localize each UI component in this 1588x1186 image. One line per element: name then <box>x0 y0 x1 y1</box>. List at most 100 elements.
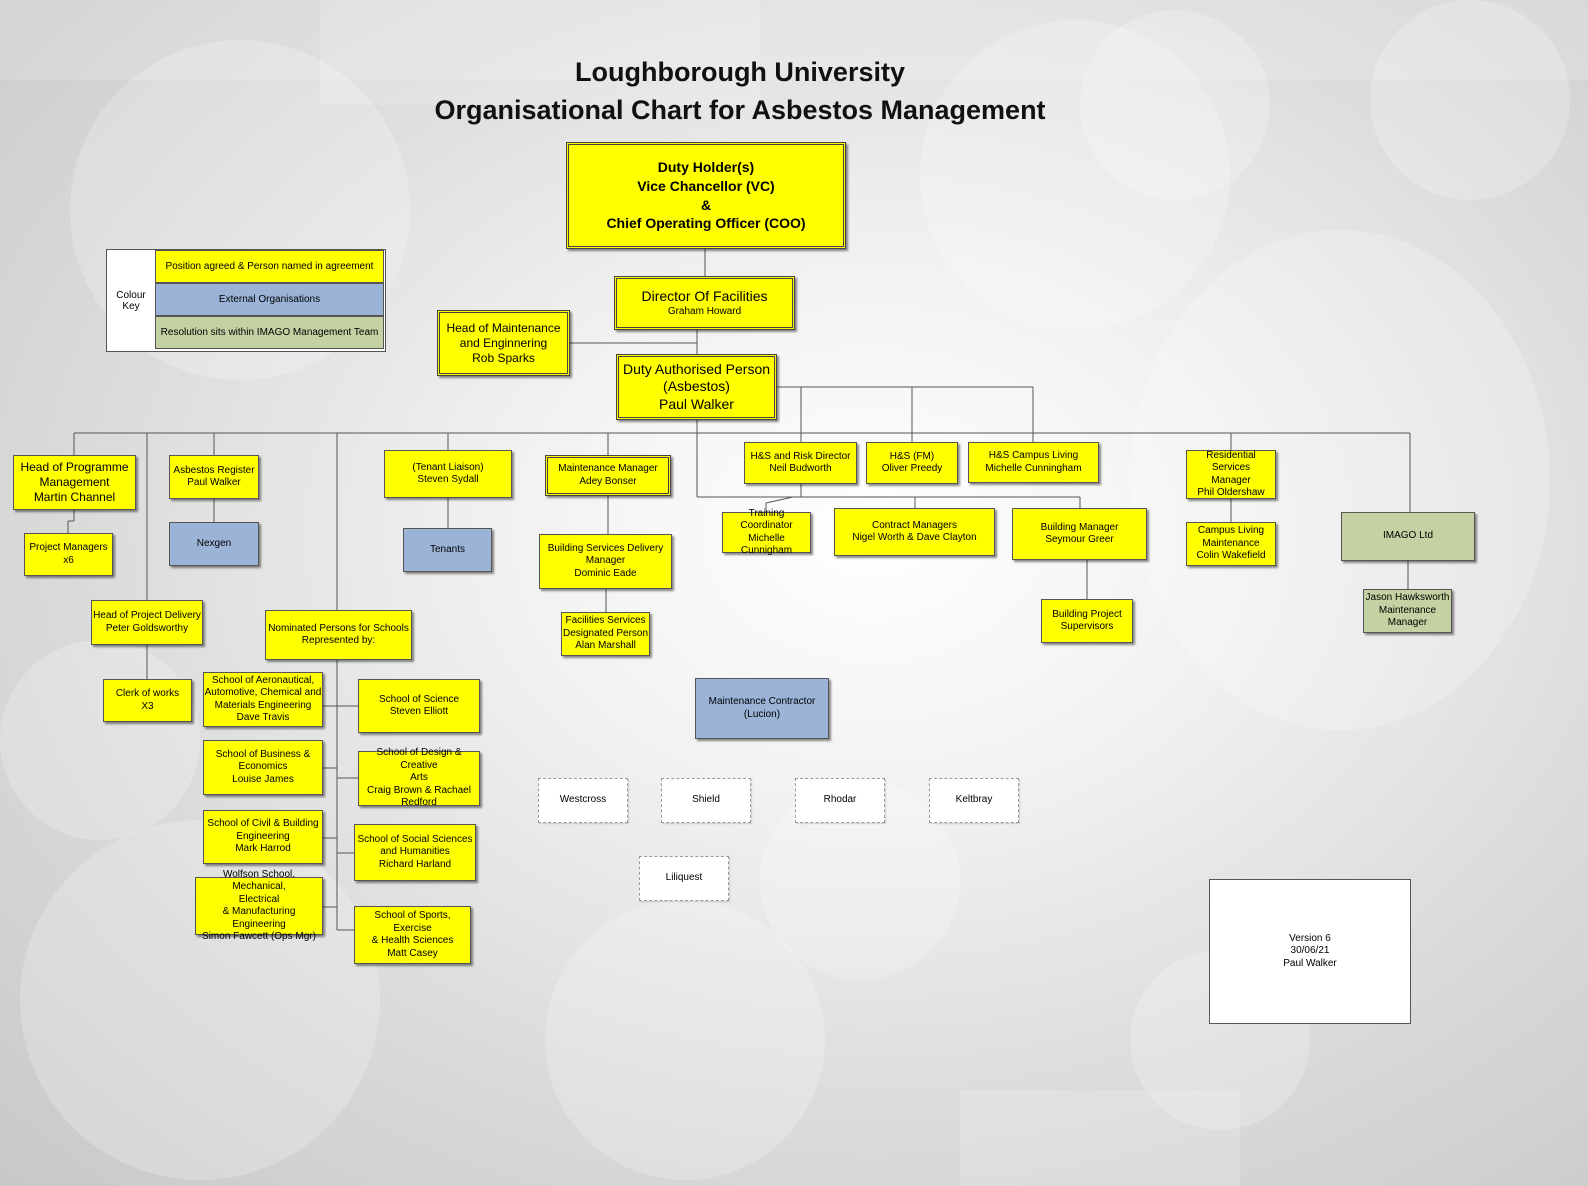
node-text: Contract Managers <box>871 519 958 531</box>
node-text: Rob Sparks <box>472 350 535 365</box>
node-text: Automotive, Chemical and <box>204 687 322 698</box>
chart-subtitle: Organisational Chart for Asbestos Manage… <box>434 95 1046 125</box>
colour-key: Colour Key Position agreed & Person name… <box>106 249 386 352</box>
node-text: Colin Wakefield <box>1196 550 1266 562</box>
duty-authorised-person-box: Duty Authorised Person (Asbestos) Paul W… <box>616 354 777 420</box>
node-text: School of Sports, Exercise <box>374 910 451 934</box>
version-date: 30/06/21 <box>1290 945 1330 957</box>
node-text: Louise James <box>232 773 294 785</box>
node-text: Director Of Facilities <box>641 288 768 304</box>
node-text: Facilities Services <box>565 615 646 627</box>
node-text: Chief Operating Officer (COO) <box>606 215 806 232</box>
node-text: Maintenance <box>1378 604 1437 616</box>
node-text: Head of Project Delivery <box>93 610 201 621</box>
keltbray-box: Keltbray <box>929 778 1019 823</box>
asbestos-register-box: Asbestos Register Paul Walker <box>169 455 259 499</box>
building-services-box: Building Services Delivery Manager Domin… <box>539 534 672 589</box>
node-text: Residential Services <box>1206 449 1256 474</box>
key-item-green: Resolution sits within IMAGO Management … <box>155 316 384 349</box>
hs-campus-living-box: H&S Campus Living Michelle Cunningham <box>968 442 1099 483</box>
node-text: Richard Harland <box>378 858 452 870</box>
school-wolfson-box: Wolfson School. Mechanical, Electrical &… <box>195 869 323 942</box>
node-text: Clerk of works <box>115 688 180 699</box>
node-text: Manager <box>1387 617 1428 629</box>
background-block <box>320 0 760 105</box>
hs-fm-box: H&S (FM) Oliver Preedy <box>866 442 958 484</box>
background-circle <box>0 640 200 840</box>
node-text: Rhodar <box>823 794 857 806</box>
node-text: Michelle Cunnigham <box>740 532 793 557</box>
node-text: Alan Marshall <box>575 640 636 652</box>
key-item-blue: External Organisations <box>155 283 384 316</box>
node-text: Management <box>39 475 110 489</box>
colour-key-label: Colour Key <box>116 289 146 312</box>
node-text: Graham Howard <box>667 305 742 317</box>
node-text: Shield <box>692 794 720 806</box>
node-text: Oliver Preedy <box>881 463 943 474</box>
node-text: Redford <box>401 797 437 809</box>
facilities-services-box: Facilities Services Designated Person Al… <box>561 612 650 656</box>
node-text: and Humanities <box>380 846 450 858</box>
tenants-box: Tenants <box>403 528 492 572</box>
node-text: Nominated Persons for Schools <box>268 622 409 634</box>
tenant-liaison-box: (Tenant Liaison) Steven Sydall <box>384 450 512 498</box>
node-text: Vice Chancellor (VC) <box>637 177 775 194</box>
building-project-supervisors-box: Building Project Supervisors <box>1041 599 1133 643</box>
node-text: X3 <box>141 700 154 712</box>
node-text: Building Project <box>1052 608 1122 620</box>
node-text: Jason Hawksworth <box>1365 592 1450 604</box>
version-box: Version 6 30/06/21 Paul Walker <box>1209 879 1411 1024</box>
node-text: Matt Casey <box>387 947 438 959</box>
node-text: Keltbray <box>955 794 993 806</box>
node-text: Manager <box>585 555 626 567</box>
head-of-programme-box: Head of Programme Management Martin Chan… <box>13 455 136 510</box>
clerk-of-works-box: Clerk of works X3 <box>103 679 192 722</box>
node-text: Dave Travis <box>236 712 290 723</box>
building-manager-box: Building Manager Seymour Greer <box>1012 508 1147 560</box>
node-text: Electrical <box>238 893 280 905</box>
shield-box: Shield <box>661 778 751 823</box>
nominated-persons-box: Nominated Persons for Schools Represente… <box>265 610 412 660</box>
node-text: School of Design & Creative <box>376 747 462 771</box>
node-text: Maintenance <box>1202 537 1260 549</box>
node-text: Craig Brown & Rachael <box>367 784 471 796</box>
node-text: Campus Living <box>1197 525 1265 537</box>
node-text: H&S and Risk Director <box>750 450 851 462</box>
node-text: Dominic Eade <box>574 567 637 579</box>
node-text: Arts <box>410 772 428 784</box>
node-text: Maintenance Manager <box>558 463 658 474</box>
project-managers-box: Project Managers x6 <box>24 533 113 576</box>
background-band <box>0 0 1588 80</box>
node-text: School of Civil & Building <box>207 818 319 830</box>
node-text: Building Services Delivery <box>547 542 664 554</box>
westcross-box: Westcross <box>538 778 628 823</box>
node-text: Training Coordinator <box>740 507 793 532</box>
node-text: Wolfson School. Mechanical, <box>222 868 296 893</box>
node-text: Project Managers <box>29 542 108 553</box>
hs-risk-director-box: H&S and Risk Director Neil Budworth <box>744 442 857 484</box>
node-text: Adey Bonser <box>579 475 637 487</box>
director-of-facilities-box: Director Of Facilities Graham Howard <box>614 276 795 330</box>
node-text: IMAGO Ltd <box>1382 530 1433 542</box>
maintenance-contractor-box: Maintenance Contractor (Lucion) <box>695 678 829 739</box>
background-block <box>960 1090 1240 1186</box>
school-science-box: School of Science Steven Elliott <box>358 679 480 733</box>
node-text: School of Aeronautical, <box>211 674 315 686</box>
imago-ltd-box: IMAGO Ltd <box>1341 512 1475 561</box>
background-circle <box>545 900 825 1180</box>
node-text: Head of Programme <box>20 460 129 474</box>
school-business-box: School of Business & Economics Louise Ja… <box>203 740 323 795</box>
node-text: Nexgen <box>196 537 232 549</box>
school-civil-box: School of Civil & Building Engineering M… <box>203 810 323 864</box>
node-text: Materials Engineering <box>214 699 312 711</box>
node-text: Represented by: <box>301 635 376 646</box>
rhodar-box: Rhodar <box>795 778 885 823</box>
node-text: & Manufacturing Engineering <box>222 906 296 930</box>
node-text: Paul Walker <box>187 477 241 488</box>
maintenance-manager-box: Maintenance Manager Adey Bonser <box>545 455 671 496</box>
node-text: (Asbestos) <box>663 378 730 395</box>
node-text: Steven Elliott <box>389 706 449 717</box>
node-text: Asbestos Register <box>173 464 255 476</box>
node-text: School of Science <box>378 693 460 705</box>
